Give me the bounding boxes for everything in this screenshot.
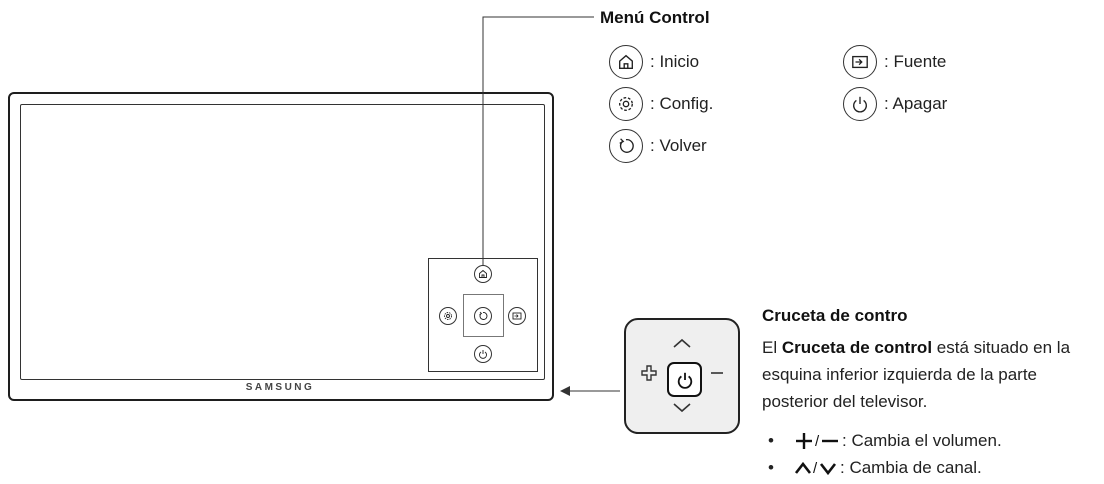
control-stick-power-button[interactable] (667, 362, 702, 397)
volume-up-icon (641, 365, 657, 381)
legend-label-home: : Inicio (650, 52, 700, 71)
control-stick-title: Cruceta de contro (762, 306, 908, 325)
volume-symbol-icon: / (796, 433, 838, 450)
tv-screen (20, 104, 545, 380)
svg-text:/: / (815, 433, 820, 450)
control-menu-panel (428, 258, 538, 372)
control-menu-center-box (463, 294, 504, 337)
source-icon (843, 45, 877, 79)
channel-down-icon (673, 403, 691, 413)
panel-source-icon[interactable] (508, 307, 526, 325)
legend-label-source: : Fuente (884, 52, 947, 71)
legend-label-return: : Volver (650, 136, 707, 155)
return-icon (609, 129, 643, 163)
bullet-volume: • / : Cambia el volumen. (768, 431, 1002, 450)
panel-power-icon[interactable] (474, 345, 492, 363)
menu-control-title: Menú Control (600, 8, 710, 27)
svg-text:/: / (813, 460, 818, 477)
tv-brand-logo: SAMSUNG (245, 382, 315, 393)
legend-label-settings: : Config. (650, 94, 714, 113)
panel-settings-icon[interactable] (439, 307, 457, 325)
control-stick-arrows (641, 338, 723, 413)
legend-label-power: : Apagar (884, 94, 948, 113)
bullet-channel: • / : Cambia de canal. (768, 458, 982, 477)
home-icon (609, 45, 643, 79)
channel-symbol-icon: / (794, 460, 837, 477)
panel-home-icon[interactable] (474, 265, 492, 283)
panel-return-icon[interactable] (474, 307, 492, 325)
power-icon (843, 87, 877, 121)
tv-frame (8, 92, 554, 401)
stick-power-icon (677, 372, 692, 389)
channel-up-icon (673, 338, 691, 348)
control-stick-description: El Cruceta de control está situado en la… (762, 338, 1071, 411)
settings-icon (609, 87, 643, 121)
